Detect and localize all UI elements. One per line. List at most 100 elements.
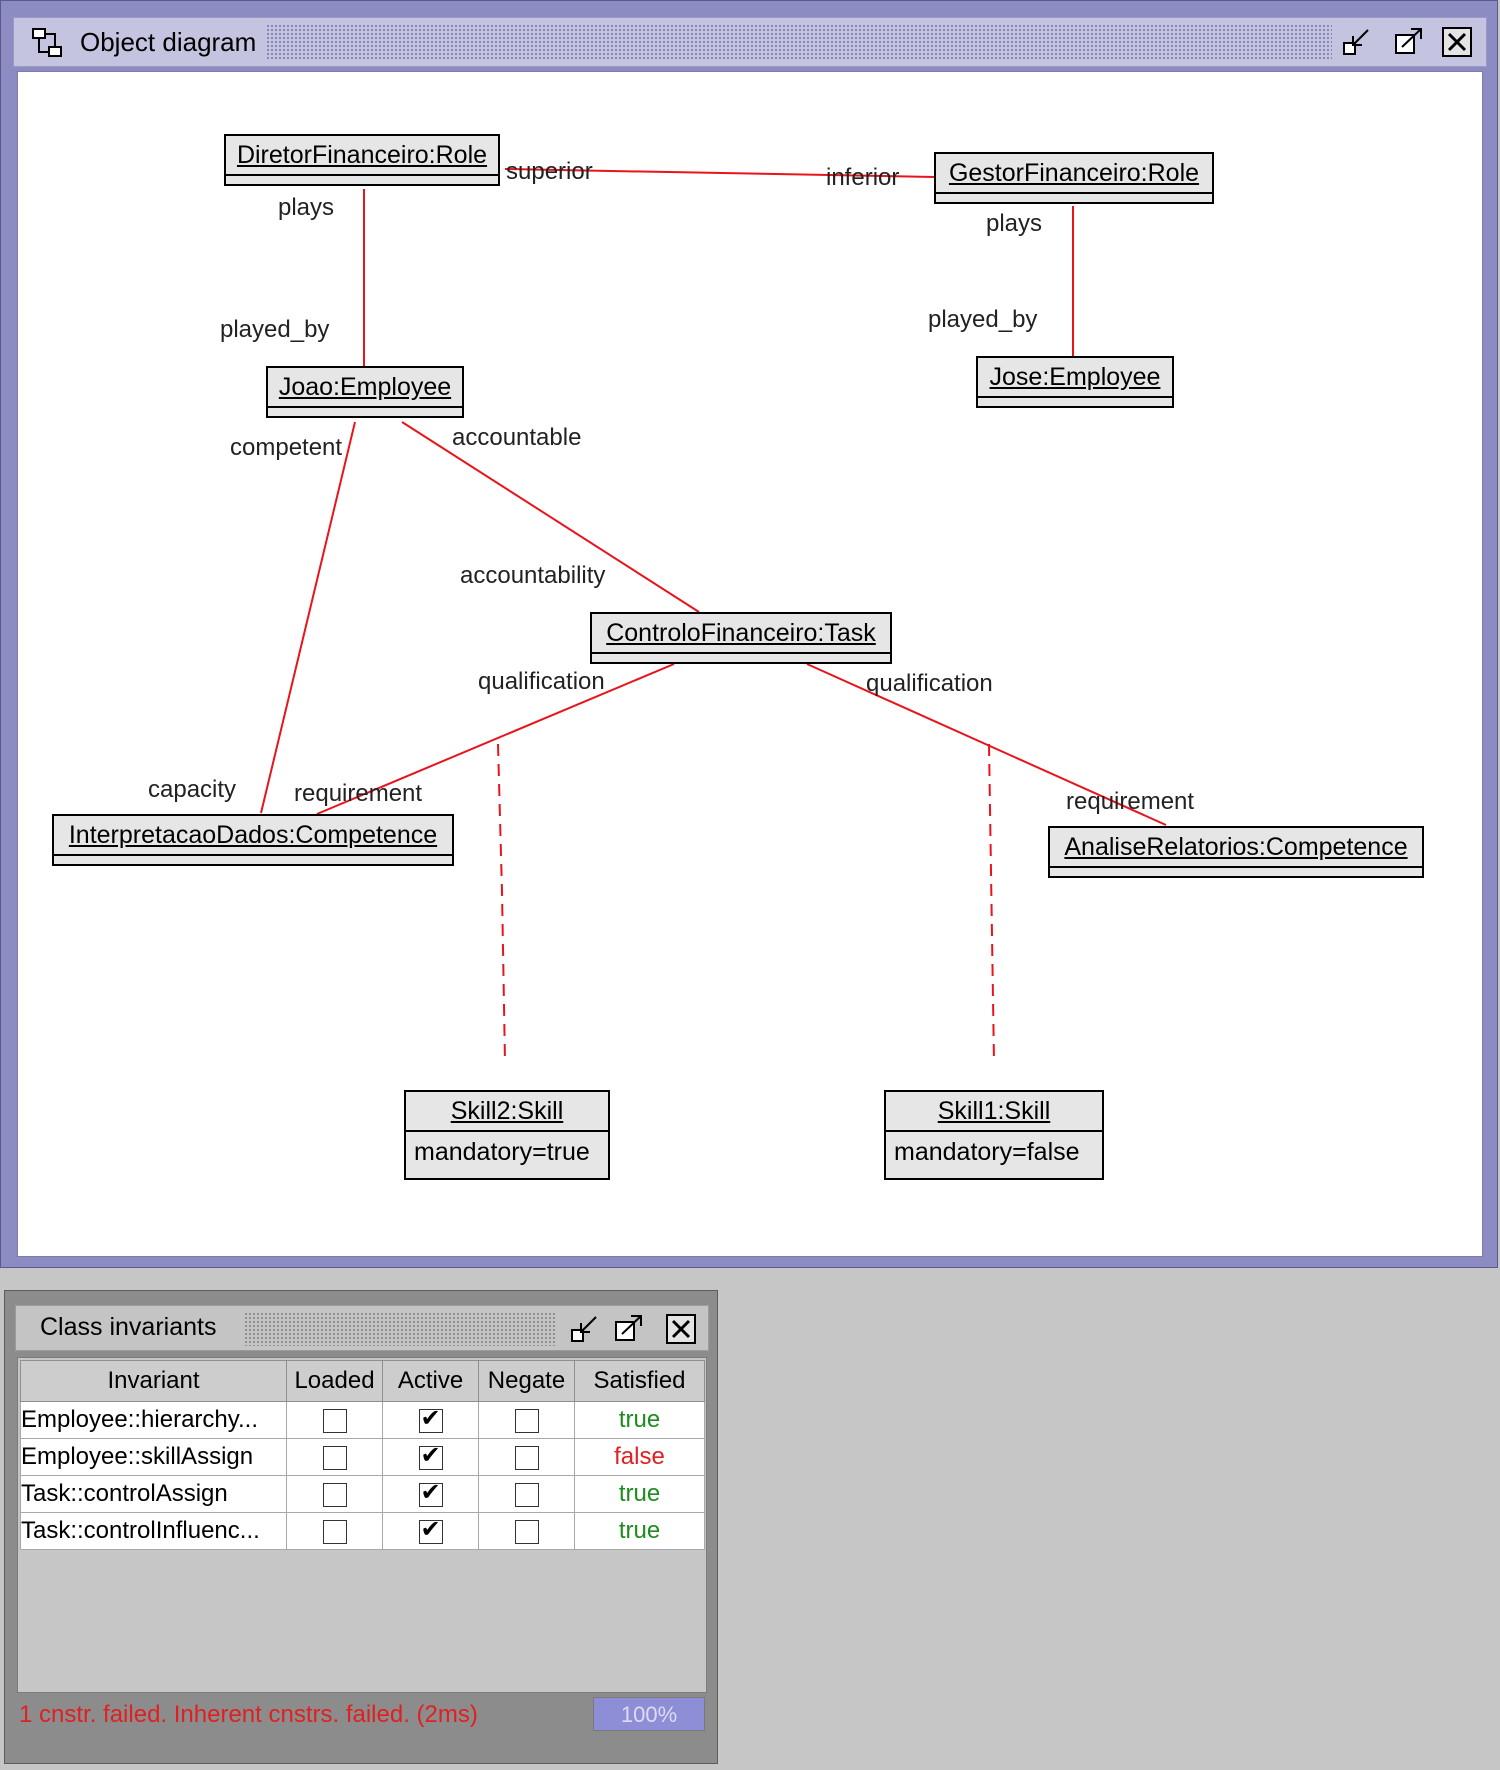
- link-qualification-left: [316, 663, 675, 815]
- object-separator: [406, 1130, 608, 1132]
- role-inferior: inferior: [826, 164, 900, 191]
- object-gestor-financeiro[interactable]: GestorFinanceiro:Role: [934, 152, 1214, 204]
- loaded-checkbox[interactable]: [322, 1445, 347, 1470]
- loaded-cell: [286, 1475, 383, 1513]
- object-attribute: mandatory=true: [414, 1138, 590, 1166]
- object-name: DiretorFinanceiro:Role: [236, 141, 488, 169]
- maximize-icon[interactable]: [612, 1312, 646, 1346]
- loaded-checkbox[interactable]: [322, 1482, 347, 1507]
- object-separator: [886, 1130, 1102, 1132]
- negate-cell: [478, 1438, 575, 1476]
- satisfied-cell: true: [574, 1401, 705, 1439]
- table-row[interactable]: Employee::skillAssign ✔ false: [20, 1438, 705, 1476]
- close-icon[interactable]: [1440, 25, 1474, 59]
- maximize-icon[interactable]: [1392, 25, 1426, 59]
- role-qualification-left: qualification: [478, 668, 605, 695]
- active-cell: ✔: [382, 1438, 479, 1476]
- class-invariants-titlebar[interactable]: Class invariants: [15, 1305, 709, 1351]
- loaded-cell: [286, 1512, 383, 1550]
- minimize-icon[interactable]: [1340, 25, 1374, 59]
- titlebar-grip[interactable]: [244, 1312, 556, 1346]
- active-checkbox[interactable]: ✔: [418, 1404, 443, 1433]
- checkmark-icon: ✔: [420, 1478, 441, 1506]
- diagram-icon: [32, 28, 62, 57]
- checkmark-icon: ✔: [420, 1404, 441, 1432]
- object-attribute: mandatory=false: [894, 1138, 1080, 1166]
- object-separator: [978, 396, 1172, 398]
- close-icon[interactable]: [664, 1312, 698, 1346]
- loaded-cell: [286, 1401, 383, 1439]
- progress-fill: [594, 1698, 704, 1730]
- checkmark-icon: ✔: [420, 1515, 441, 1543]
- role-plays-left: plays: [278, 194, 335, 221]
- role-played-by-left: played_by: [220, 316, 330, 343]
- status-message: 1 cnstr. failed. Inherent cnstrs. failed…: [19, 1701, 478, 1728]
- negate-checkbox[interactable]: [514, 1519, 539, 1544]
- role-superior: superior: [506, 158, 593, 185]
- object-analise-relatorios[interactable]: AnaliseRelatorios:Competence: [1048, 826, 1424, 878]
- column-header-invariant[interactable]: Invariant: [20, 1360, 287, 1402]
- column-header-active[interactable]: Active: [382, 1360, 479, 1402]
- column-header-satisfied[interactable]: Satisfied: [574, 1360, 705, 1402]
- invariants-table-area: Invariant Loaded Active Negate Satisfied…: [17, 1357, 707, 1693]
- link-accountable: [401, 421, 700, 613]
- invariant-name-cell[interactable]: Employee::skillAssign: [20, 1438, 287, 1476]
- object-name: Skill1:Skill: [937, 1097, 1051, 1125]
- role-capacity: capacity: [148, 776, 237, 803]
- link-superior-inferior: [504, 168, 935, 178]
- invariant-name-cell[interactable]: Task::controlAssign: [20, 1475, 287, 1513]
- object-separator: [54, 854, 452, 856]
- link-skill1-dashed: [988, 743, 995, 1063]
- diagram-canvas[interactable]: DiretorFinanceiro:Role GestorFinanceiro:…: [17, 71, 1483, 1257]
- object-diagram-window: Object diagram: [0, 0, 1498, 1268]
- window-title: Class invariants: [40, 1313, 217, 1341]
- progress-label: 100%: [620, 1702, 678, 1727]
- table-row[interactable]: Employee::hierarchy... ✔ true: [20, 1401, 705, 1439]
- object-skill2[interactable]: Skill2:Skill mandatory=true: [404, 1090, 610, 1180]
- column-header-loaded[interactable]: Loaded: [286, 1360, 383, 1402]
- satisfied-cell: false: [574, 1438, 705, 1476]
- active-checkbox[interactable]: ✔: [418, 1478, 443, 1507]
- negate-checkbox[interactable]: [514, 1408, 539, 1433]
- table-row[interactable]: Task::controlInfluenc...✔true: [20, 1512, 705, 1550]
- object-diretor-financeiro[interactable]: DiretorFinanceiro:Role: [224, 134, 500, 186]
- loaded-checkbox[interactable]: [322, 1519, 347, 1544]
- role-qualification-right: qualification: [866, 670, 993, 697]
- table-header-row: Invariant Loaded Active Negate Satisfied: [20, 1360, 705, 1402]
- object-joao[interactable]: Joao:Employee: [266, 366, 464, 418]
- link-skill2-dashed: [497, 743, 506, 1063]
- role-requirement-left: requirement: [294, 780, 423, 807]
- active-cell: ✔: [382, 1475, 479, 1513]
- invariants-table: Invariant Loaded Active Negate Satisfied…: [20, 1360, 705, 1550]
- column-header-negate[interactable]: Negate: [478, 1360, 575, 1402]
- invariant-name-cell[interactable]: Employee::hierarchy...: [20, 1401, 287, 1439]
- role-accountable: accountable: [452, 424, 582, 451]
- link-qualification-right: [806, 663, 1167, 826]
- object-interpretacao-dados[interactable]: InterpretacaoDados:Competence: [52, 814, 454, 866]
- object-name: ControloFinanceiro:Task: [606, 619, 876, 647]
- negate-checkbox[interactable]: [514, 1445, 539, 1470]
- object-controlo-financeiro[interactable]: ControloFinanceiro:Task: [590, 612, 892, 664]
- negate-cell: [478, 1475, 575, 1513]
- invariant-name-cell[interactable]: Task::controlInfluenc...: [20, 1512, 287, 1550]
- role-requirement-right: requirement: [1066, 788, 1195, 815]
- satisfied-cell: true: [574, 1475, 705, 1513]
- active-cell: ✔: [382, 1512, 479, 1550]
- table-row[interactable]: Task::controlAssign ✔ true: [20, 1475, 705, 1513]
- active-checkbox[interactable]: ✔: [418, 1441, 443, 1470]
- object-name: AnaliseRelatorios:Competence: [1064, 833, 1408, 861]
- loaded-checkbox[interactable]: [322, 1408, 347, 1433]
- minimize-icon[interactable]: [568, 1312, 602, 1346]
- titlebar-grip[interactable]: [266, 24, 1332, 60]
- object-separator: [226, 174, 498, 176]
- negate-cell: [478, 1512, 575, 1550]
- role-played-by-right: played_by: [928, 306, 1038, 333]
- checkmark-icon: ✔: [420, 1441, 441, 1469]
- object-jose[interactable]: Jose:Employee: [976, 356, 1174, 408]
- status-bar: 1 cnstr. failed. Inherent cnstrs. failed…: [17, 1695, 707, 1735]
- role-competent: competent: [230, 434, 343, 461]
- negate-checkbox[interactable]: [514, 1482, 539, 1507]
- object-skill1[interactable]: Skill1:Skill mandatory=false: [884, 1090, 1104, 1180]
- active-checkbox[interactable]: ✔: [418, 1515, 443, 1544]
- object-diagram-titlebar[interactable]: Object diagram: [13, 17, 1487, 67]
